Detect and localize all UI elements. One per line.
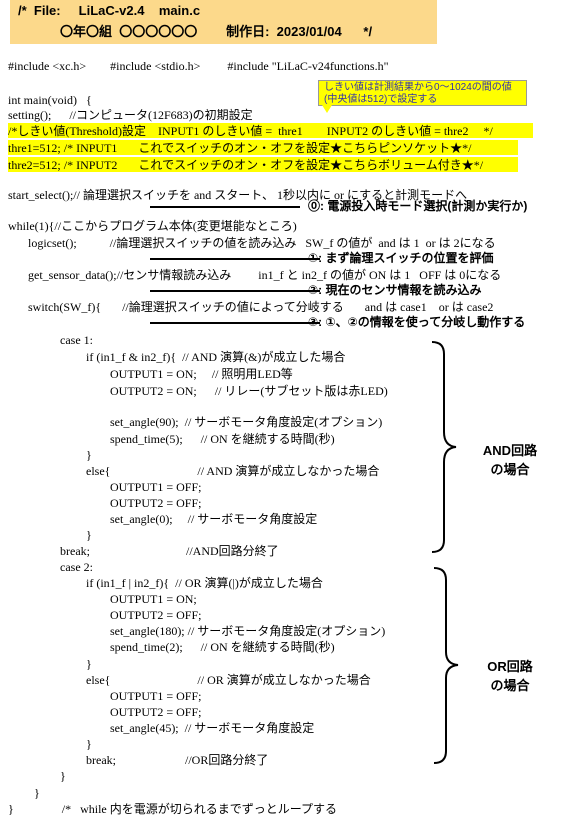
- or-label-line1: OR回路: [487, 659, 533, 674]
- while-line: while(1){//ここからプログラム本体(変更堪能なところ): [8, 219, 297, 233]
- main-close-line: } /* while 内を電源が切られるまでずっとループする: [8, 802, 338, 816]
- or-brace-icon: [433, 567, 459, 764]
- step3-label: ③: ①、②の情報を使って分岐し動作する: [308, 315, 526, 329]
- if-and-line: if (in1_f & in2_f){ // AND 演算(&)が成立した場合: [86, 350, 346, 364]
- main-line: int main(void) {: [8, 93, 92, 107]
- c1-set-angle0-line: set_angle(0); // サーボモータ角度設定: [110, 512, 318, 526]
- c1-close-else: }: [86, 528, 92, 542]
- c2-set-angle180-line: set_angle(180); // サーボモータ角度設定(オプション): [110, 624, 386, 638]
- c1-output2-off-line: OUTPUT2 = OFF;: [110, 496, 202, 510]
- c2-output2-off-line: OUTPUT2 = OFF;: [110, 608, 202, 622]
- threshold-note-line2: (中央値は512)で設定する: [324, 94, 438, 105]
- c2-output1-on-line: OUTPUT1 = ON;: [110, 592, 197, 606]
- setting-line: setting(); //コンピュータ(12F683)の初期設定: [8, 108, 253, 122]
- threshold-highlight: [8, 123, 533, 138]
- threshold-note: しきい値は計測結果から0～1024の間の値 (中央値は512)で設定する: [318, 80, 527, 106]
- c1-close-if: }: [86, 448, 92, 462]
- c1-spend-time-line: spend_time(5); // ON を継続する時間(秒): [110, 432, 335, 446]
- c2-output1-off-line: OUTPUT1 = OFF;: [110, 689, 202, 703]
- step1-rule: [150, 258, 320, 260]
- threshold-line: /*しきい値(Threshold)設定 INPUT1 のしきい値 = thre1…: [8, 124, 493, 138]
- step0-label: ⓪: 電源投入時モード選択(計測か実行か): [308, 199, 528, 213]
- switch-close: }: [60, 769, 66, 783]
- or-label: OR回路 の場合: [470, 656, 550, 694]
- c2-output2-off-line: OUTPUT2 = OFF;: [110, 705, 202, 719]
- step2-label: ②: 現在のセンサ情報を読み込み: [308, 283, 482, 297]
- logicset-line: logicset(); //論理選択スイッチの値を読み込み SW_f の値が a…: [28, 236, 496, 250]
- while-close: }: [34, 786, 40, 800]
- break1-line: break; //AND回路分終了: [60, 544, 279, 558]
- step3-rule: [150, 322, 320, 324]
- thre1-highlight: [8, 140, 518, 155]
- c2-spend-time-line: spend_time(2); // ON を継続する時間(秒): [110, 640, 335, 654]
- note-pointer: [322, 105, 332, 113]
- file-header-line2: 〇年〇組 〇〇〇〇〇〇 制作日: 2023/01/04 */: [60, 24, 373, 39]
- start-select-line: start_select();// 論理選択スイッチを and スタート、 1秒…: [8, 188, 468, 202]
- c2-close-else: }: [86, 737, 92, 751]
- get-sensor-line: get_sensor_data();//センサ情報読み込み in1_f と in…: [28, 268, 502, 282]
- if-or-line: if (in1_f | in2_f){ // OR 演算(|)が成立した場合: [86, 576, 323, 590]
- thre2-highlight: [8, 157, 518, 172]
- threshold-note-line1: しきい値は計測結果から0～1024の間の値: [324, 82, 512, 93]
- step2-rule: [150, 290, 320, 292]
- and-label-line1: AND回路: [482, 443, 538, 458]
- include-line: #include <xc.h> #include <stdio.h> #incl…: [8, 59, 389, 73]
- thre1-line: thre1=512; /* INPUT1 これでスイッチのオン・オフを設定★こち…: [8, 141, 472, 155]
- and-brace-icon: [431, 341, 457, 553]
- step0-rule: [150, 206, 300, 208]
- case2-line: case 2:: [60, 560, 93, 574]
- switch-line: switch(SW_f){ //論理選択スイッチの値によって分岐する and は…: [28, 300, 494, 314]
- step1-label: ①: まず論理スイッチの位置を評価: [308, 251, 494, 265]
- break2-line: break; //OR回路分終了: [86, 753, 269, 767]
- and-label: AND回路 の場合: [470, 440, 550, 478]
- or-label-line2: の場合: [490, 678, 530, 693]
- thre2-line: thre2=512; /* INPUT2 これでスイッチのオン・オフを設定★こち…: [8, 158, 484, 172]
- and-label-line2: の場合: [490, 462, 530, 477]
- file-header-banner: /* File: LiLaC-v2.4 main.c 〇年〇組 〇〇〇〇〇〇 制…: [10, 0, 437, 44]
- c1-output2-on-line: OUTPUT2 = ON; // リレー(サブセット版は赤LED): [110, 384, 388, 398]
- c2-set-angle45-line: set_angle(45); // サーボモータ角度設定: [110, 721, 315, 735]
- case1-line: case 1:: [60, 333, 93, 347]
- c1-set-angle90-line: set_angle(90); // サーボモータ角度設定(オプション): [110, 415, 383, 429]
- c1-output1-off-line: OUTPUT1 = OFF;: [110, 480, 202, 494]
- else2-line: else{ // OR 演算が成立しなかった場合: [86, 673, 371, 687]
- file-header-line1: /* File: LiLaC-v2.4 main.c: [18, 3, 201, 18]
- c1-output1-on-line: OUTPUT1 = ON; // 照明用LED等: [110, 367, 293, 381]
- c2-close-if: }: [86, 657, 92, 671]
- else1-line: else{ // AND 演算が成立しなかった場合: [86, 464, 380, 478]
